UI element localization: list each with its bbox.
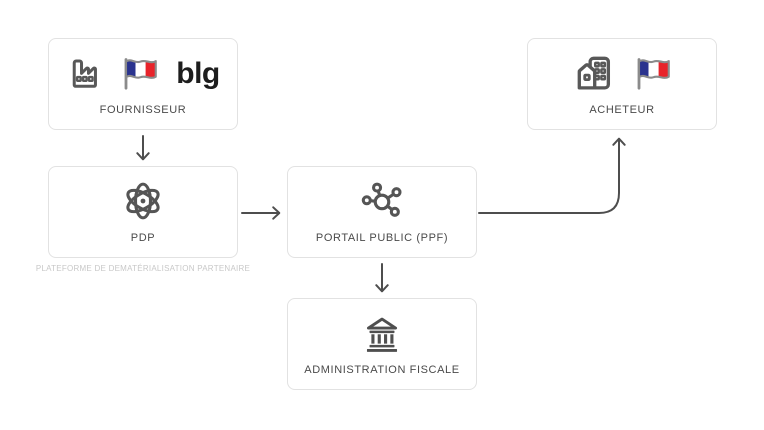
node-portail-public: PORTAIL PUBLIC (PPF) <box>287 166 477 258</box>
portail-public-icons <box>359 167 405 232</box>
factory-icon <box>66 54 104 97</box>
administration-fiscale-icons <box>360 299 404 364</box>
administration-fiscale-label: ADMINISTRATION FISCALE <box>304 364 460 376</box>
acheteur-label: ACHETEUR <box>589 104 655 116</box>
french-flag-icon <box>119 54 161 97</box>
arrow-portail-to-administration <box>375 263 389 293</box>
french-flag-icon <box>632 54 674 97</box>
acheteur-icons <box>571 39 674 104</box>
pdp-icons <box>120 167 166 232</box>
node-pdp: PDP PLATEFORME DE DEMATÉRIALISATION PART… <box>36 166 250 273</box>
blg-logo: blg <box>176 56 220 90</box>
fournisseur-icons: blg <box>66 39 220 104</box>
pdp-caption: PLATEFORME DE DEMATÉRIALISATION PARTENAI… <box>35 264 251 273</box>
node-acheteur: ACHETEUR <box>527 38 717 130</box>
bank-icon <box>360 311 404 360</box>
atom-icon <box>120 178 166 229</box>
portail-public-label: PORTAIL PUBLIC (PPF) <box>315 232 449 244</box>
fournisseur-label: FOURNISSEUR <box>99 104 187 116</box>
node-administration-fiscale: ADMINISTRATION FISCALE <box>287 298 477 390</box>
buildings-icon <box>571 52 617 99</box>
arrow-pdp-to-portail <box>241 206 281 220</box>
arrow-portail-to-acheteur <box>478 137 626 214</box>
arrow-fournisseur-to-pdp <box>136 135 150 161</box>
hub-icon <box>359 179 405 228</box>
node-fournisseur: blg FOURNISSEUR <box>48 38 238 130</box>
pdp-label: PDP <box>130 232 156 244</box>
